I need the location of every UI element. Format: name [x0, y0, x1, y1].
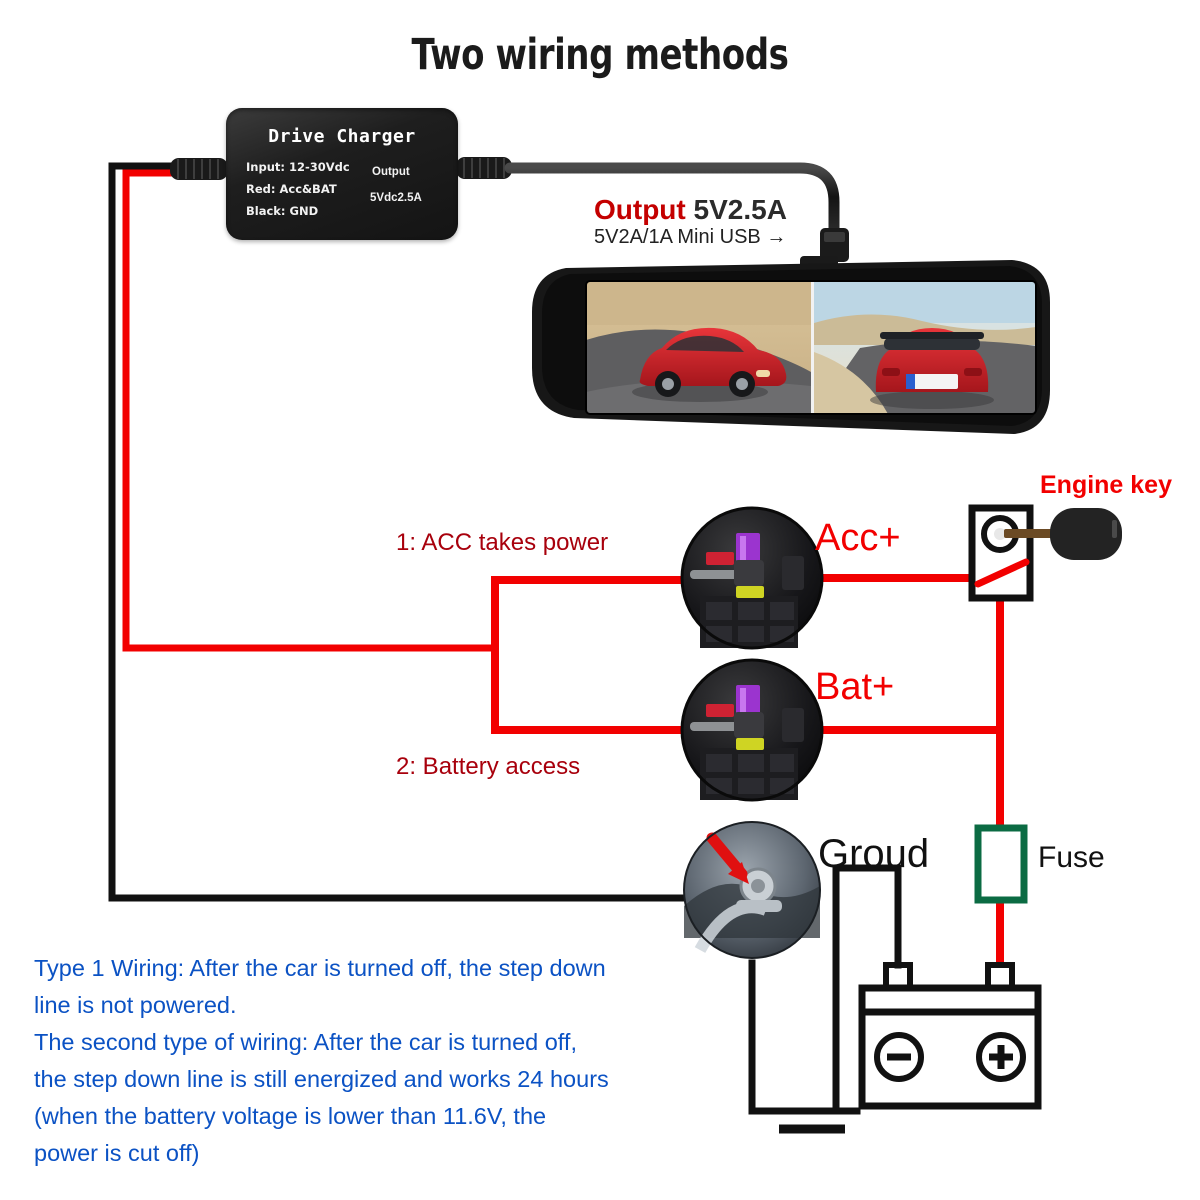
red-arrow-icon: [706, 832, 749, 884]
note-line-5: (when the battery voltage is lower than …: [34, 1103, 547, 1129]
note-line-4: the step down line is still energized an…: [34, 1066, 609, 1092]
method-1-label: 1: ACC takes power: [396, 529, 609, 556]
rear-car-image: [870, 328, 994, 409]
charger-output-label: Output: [372, 166, 410, 178]
charger-title: Drive Charger: [268, 126, 416, 147]
page-title: Two wiring methods: [411, 30, 789, 80]
ground-label: Groud: [818, 832, 930, 876]
note-line-1: Type 1 Wiring: After the car is turned o…: [34, 955, 606, 981]
input-strain-relief: [170, 158, 228, 180]
note-line-6: power is cut off): [34, 1140, 200, 1166]
output-caption-main: Output 5V2.5A: [594, 196, 787, 224]
black-ground-wire: [108, 162, 730, 902]
charger-input-spec: Input: 12-30Vdc: [246, 160, 350, 174]
battery-symbol: [858, 962, 1042, 1110]
note-line-3: The second type of wiring: After the car…: [34, 1029, 577, 1055]
ground-point-photo: [683, 821, 821, 959]
ignition-switch: [968, 504, 1122, 602]
fuse-symbol: [974, 824, 1028, 904]
charger-cables: [170, 157, 849, 262]
ground-return-wire: [748, 864, 902, 1134]
bat-terminal-label: Bat+: [815, 666, 895, 708]
wiring-notes: Type 1 Wiring: After the car is turned o…: [34, 950, 734, 1172]
output-caption-value: 5V2.5A: [693, 194, 787, 225]
note-line-2: line is not powered.: [34, 992, 237, 1018]
charger-black-wire-spec: Black: GND: [246, 204, 319, 218]
output-caption-sub: 5V2A/1A Mini USB →: [594, 226, 787, 248]
output-strain-relief: [456, 157, 512, 179]
output-caption-label: Output: [594, 194, 686, 225]
mini-usb-plug: [820, 228, 849, 262]
red-power-wire: [122, 169, 716, 734]
fusebox-photo-bat: [680, 658, 824, 802]
key-fob: [1050, 508, 1122, 560]
output-caption: Output 5V2.5A 5V2A/1A Mini USB →: [594, 196, 787, 248]
method-2-label: 2: Battery access: [396, 753, 581, 780]
arrow-icon: →: [766, 226, 787, 248]
acc-terminal-label: Acc+: [815, 517, 901, 559]
fusebox-photo-acc: [680, 506, 824, 650]
engine-key-label: Engine key: [1040, 471, 1172, 499]
drive-charger-module: Drive Charger Input: 12-30Vdc Red: Acc&B…: [226, 108, 458, 240]
charger-red-wire-spec: Red: Acc&BAT: [246, 182, 337, 196]
mirror-dashcam: [532, 256, 1050, 434]
charger-output-spec: 5Vdc2.5A: [370, 192, 422, 204]
front-car-image: [632, 327, 787, 402]
fuse-label: Fuse: [1038, 841, 1105, 874]
